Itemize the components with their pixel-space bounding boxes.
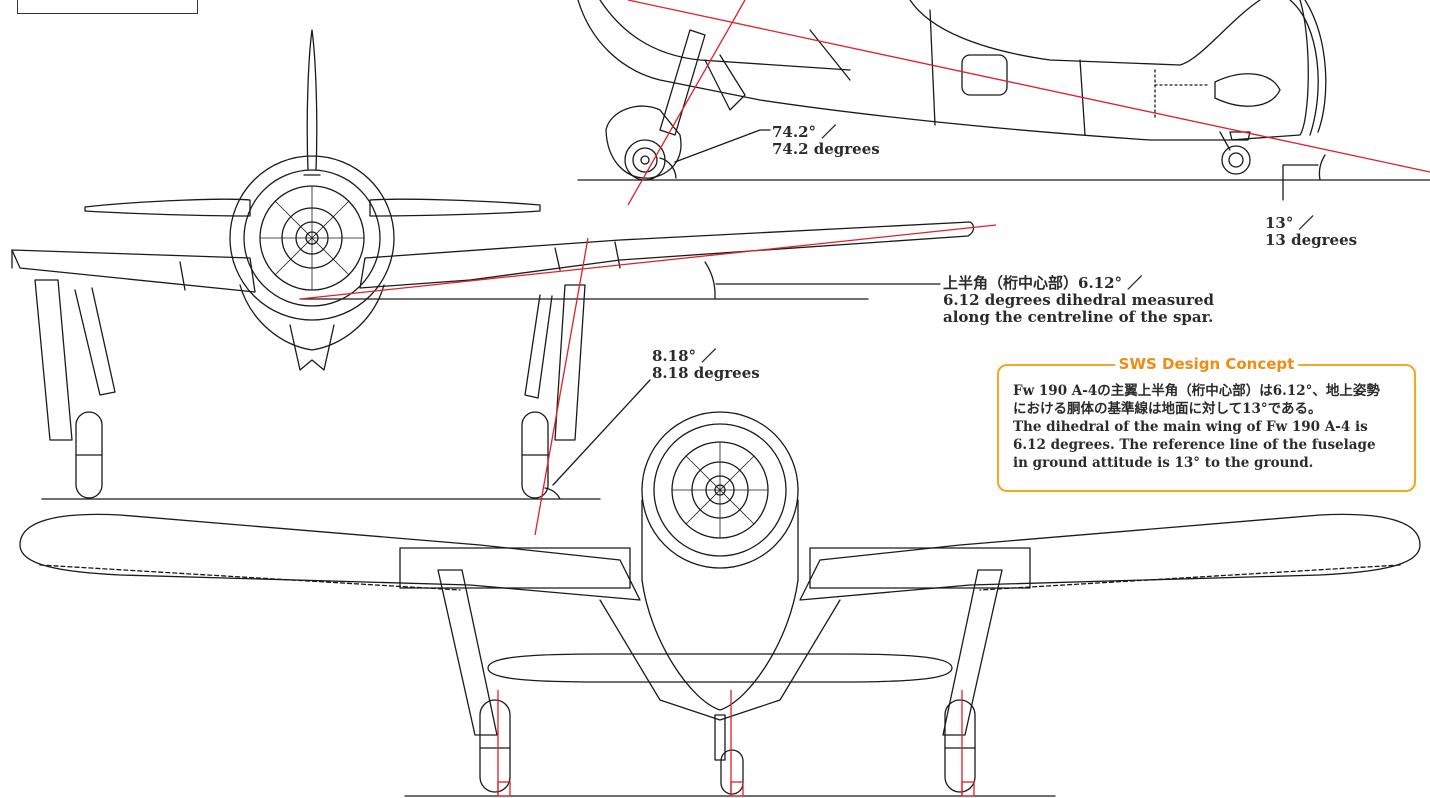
concept-line: The dihedral of the main wing of Fw 190 … bbox=[1013, 419, 1368, 435]
front-view bbox=[11, 29, 975, 500]
corner-frame bbox=[17, 0, 198, 14]
design-concept-box: SWS Design Concept Fw 190 A-4の主翼上半角（桁中心部… bbox=[997, 355, 1416, 492]
gear-angle-label: 8.18° ／ 8.18 degrees bbox=[652, 348, 760, 382]
concept-line: における胴体の基準線は地面に対して13°である。 bbox=[1013, 401, 1322, 417]
concept-line: Fw 190 A-4の主翼上半角（桁中心部）は6.12°、地上姿勢 bbox=[1013, 383, 1380, 399]
ground-angle-text: 13 degrees bbox=[1265, 231, 1358, 249]
ground-angle-value: 13° ／ bbox=[1265, 214, 1314, 232]
fuselage-angle-value: 74.2° ／ bbox=[772, 123, 837, 141]
reference-lines bbox=[299, 0, 1430, 797]
gear-angle-text: 8.18 degrees bbox=[652, 364, 760, 382]
design-concept-body: Fw 190 A-4の主翼上半角（桁中心部）は6.12°、地上姿勢 における胴体… bbox=[1013, 382, 1406, 472]
front-view-underside bbox=[19, 411, 1421, 797]
design-concept-title: SWS Design Concept bbox=[1114, 355, 1299, 373]
dihedral-label: 上半角（桁中心部）6.12° ／ 6.12 degrees dihedral m… bbox=[943, 275, 1214, 326]
fuselage-angle-text: 74.2 degrees bbox=[772, 140, 880, 158]
fuselage-angle-label: 74.2° ／ 74.2 degrees bbox=[772, 124, 880, 158]
concept-line: in ground attitude is 13° to the ground. bbox=[1013, 455, 1314, 471]
dihedral-text: 6.12 degrees dihedral measured bbox=[943, 291, 1215, 309]
concept-line: 6.12 degrees. The reference line of the … bbox=[1013, 437, 1376, 453]
side-view bbox=[577, 0, 1430, 201]
gear-angle-value: 8.18° ／ bbox=[652, 347, 717, 365]
dihedral-text-2: along the centreline of the spar. bbox=[943, 308, 1214, 326]
dihedral-value: 上半角（桁中心部）6.12° ／ bbox=[943, 274, 1143, 292]
ground-angle-label: 13° ／ 13 degrees bbox=[1265, 215, 1357, 249]
